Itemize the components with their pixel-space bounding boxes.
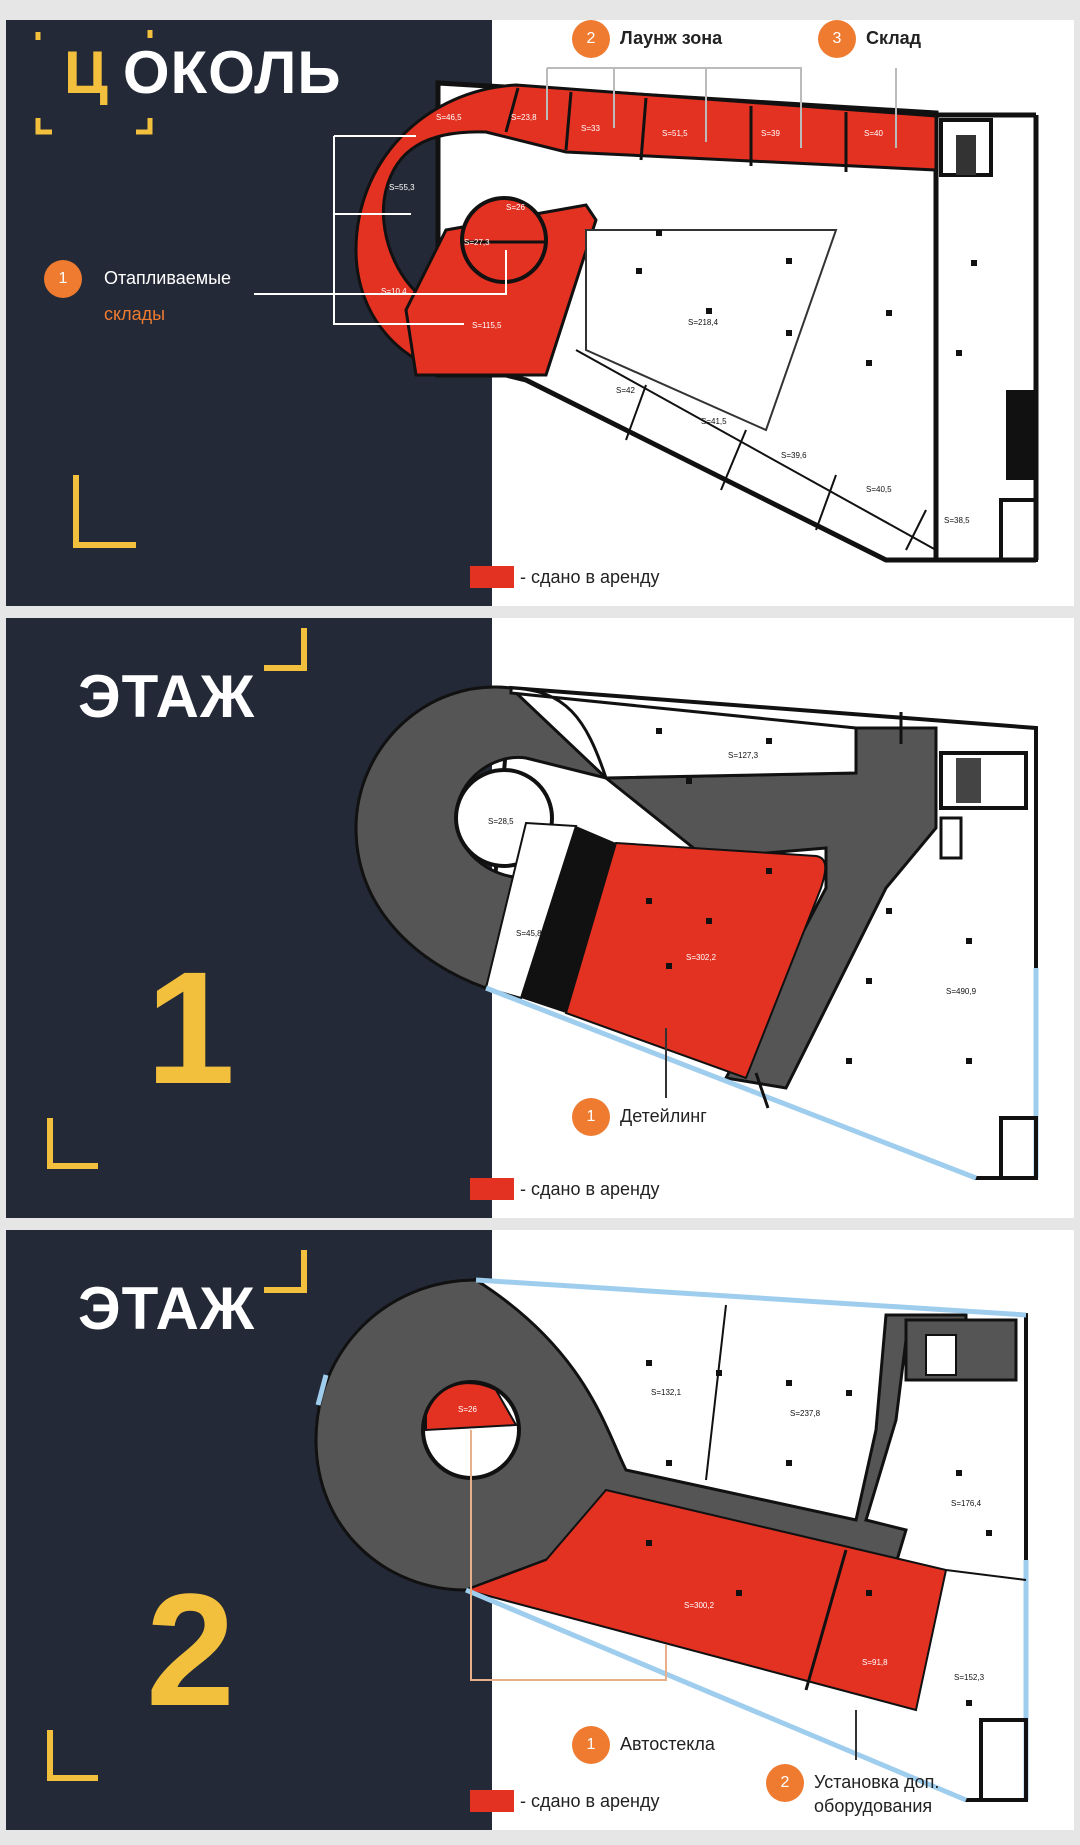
callout-badge: 2 <box>572 20 610 58</box>
area-label: S=46,5 <box>436 113 462 122</box>
area-label: S=490,9 <box>946 987 977 996</box>
callout-badge: 2 <box>766 1764 804 1802</box>
area-label: S=38,5 <box>944 516 970 525</box>
page-title: ЭТАЖ <box>78 1275 256 1342</box>
title-letter: Ц <box>64 39 109 106</box>
legend-swatch <box>470 1790 514 1812</box>
area-label: S=27,3 <box>464 238 490 247</box>
area-label: S=302,2 <box>686 953 717 962</box>
corner-bracket-icon <box>264 1250 307 1293</box>
callout-label: Автостекла <box>620 1734 715 1754</box>
area-label: S=26 <box>458 1405 477 1414</box>
area-label: S=26 <box>506 203 525 212</box>
title-rest: ОКОЛЬ <box>122 39 342 106</box>
callout-badge: 1 <box>572 1098 610 1136</box>
legend-rented: - сдано в аренду <box>470 1178 660 1200</box>
corner-bracket-icon <box>73 475 136 548</box>
legend-label: - сдано в аренду <box>520 1790 660 1811</box>
area-label: S=91,8 <box>862 1658 888 1667</box>
area-label: S=176,4 <box>951 1499 982 1508</box>
area-label: S=39 <box>761 129 780 138</box>
page-title: ЭТАЖ <box>78 663 256 730</box>
legend-swatch <box>470 1178 514 1200</box>
callout-label: Отапливаемые <box>104 268 232 288</box>
area-label: S=237,8 <box>790 1409 821 1418</box>
area-label: S=51,5 <box>662 129 688 138</box>
callout-sublabel: склады <box>104 304 166 324</box>
legend-label: - сдано в аренду <box>520 1178 660 1199</box>
area-label: S=115,5 <box>472 321 502 330</box>
callout-badge: 3 <box>818 20 856 58</box>
area-label: S=300,2 <box>684 1601 715 1610</box>
legend-label: - сдано в аренду <box>520 566 660 587</box>
area-label: S=10,4 <box>381 287 407 296</box>
area-label: S=33 <box>581 124 600 133</box>
legend-swatch <box>470 566 514 588</box>
floor-2-plan: S=26 S=132,1 S=237,8 S=176,4 S=300,2 S=9… <box>47 1250 1029 1803</box>
callout-label: Детейлинг <box>620 1106 707 1126</box>
area-label: S=28,5 <box>488 817 514 826</box>
title-bracket-icon <box>35 30 153 135</box>
corner-bracket-icon <box>264 628 307 671</box>
corner-bracket-icon <box>47 1118 98 1169</box>
legend-rented: - сдано в аренду <box>470 1790 660 1812</box>
panel-basement: S=46,5 S=23,8 S=33 S=51,5 S=39 S=40 S=55… <box>6 20 1074 606</box>
callout-badge: 1 <box>572 1726 610 1764</box>
area-label: S=127,3 <box>728 751 759 760</box>
area-label: S=40,5 <box>866 485 892 494</box>
area-label: S=45,8 <box>516 929 542 938</box>
callout-label: Установка доп. оборудования <box>814 1772 940 1816</box>
area-label: S=23,8 <box>511 113 537 122</box>
corner-bracket-icon <box>47 1730 98 1781</box>
floor-number: 2 <box>146 1560 235 1739</box>
panel-floor-2: S=26 S=132,1 S=237,8 S=176,4 S=300,2 S=9… <box>6 1230 1074 1830</box>
legend-rented: - сдано в аренду <box>470 566 660 588</box>
area-label: S=152,3 <box>954 1673 985 1682</box>
area-label: S=39,6 <box>781 451 807 460</box>
area-label: S=132,1 <box>651 1388 682 1397</box>
area-label: S=40 <box>864 129 883 138</box>
floor-1-plan: S=127,3 S=28,5 S=45,8 S=302,2 S=490,9 <box>47 628 1039 1181</box>
floor-number: 1 <box>146 938 235 1117</box>
callout-label: Склад <box>866 28 922 48</box>
panel-floor-1: S=127,3 S=28,5 S=45,8 S=302,2 S=490,9 ЭТ… <box>6 618 1074 1218</box>
callout-badge: 1 <box>44 260 82 298</box>
area-label: S=218,4 <box>688 318 719 327</box>
area-label: S=55,3 <box>389 183 415 192</box>
area-label: S=41,5 <box>701 417 727 426</box>
area-label: S=42 <box>616 386 635 395</box>
basement-floor-plan: S=46,5 S=23,8 S=33 S=51,5 S=39 S=40 S=55… <box>35 30 1039 563</box>
callout-label: Лаунж зона <box>620 28 723 48</box>
